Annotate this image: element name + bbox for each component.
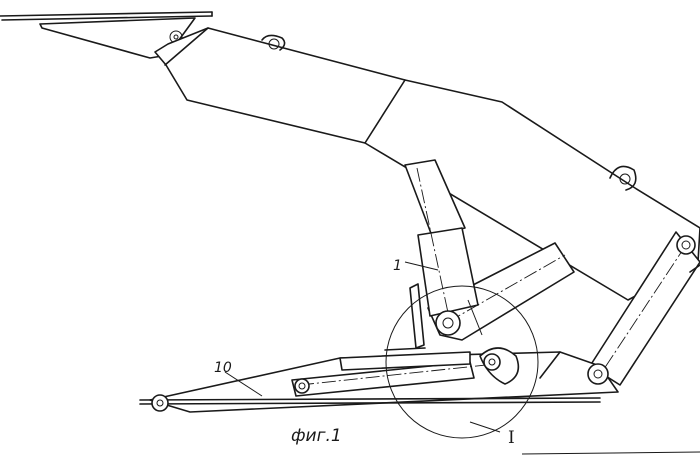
hydraulic-leg: [404, 159, 483, 336]
detail-circle: [385, 285, 539, 439]
jack-pivot: [294, 378, 310, 394]
label-part-1: 1: [393, 258, 402, 274]
base-beam: [139, 283, 619, 413]
ram-pivot: [483, 353, 501, 371]
leg-pivot: [435, 310, 461, 336]
figure-caption: фиг.1: [291, 426, 342, 446]
label-part-10: 10: [214, 360, 232, 376]
toe-pivot: [151, 394, 169, 412]
spill-plate: [0, 11, 213, 59]
margin-line: [521, 451, 700, 455]
rear-pivot: [587, 363, 609, 385]
leader-part-10: [224, 371, 263, 397]
rear-link: [589, 231, 700, 386]
label-detail-i: I: [508, 428, 515, 448]
joints: [151, 310, 609, 412]
leader-part-1: [404, 261, 439, 271]
